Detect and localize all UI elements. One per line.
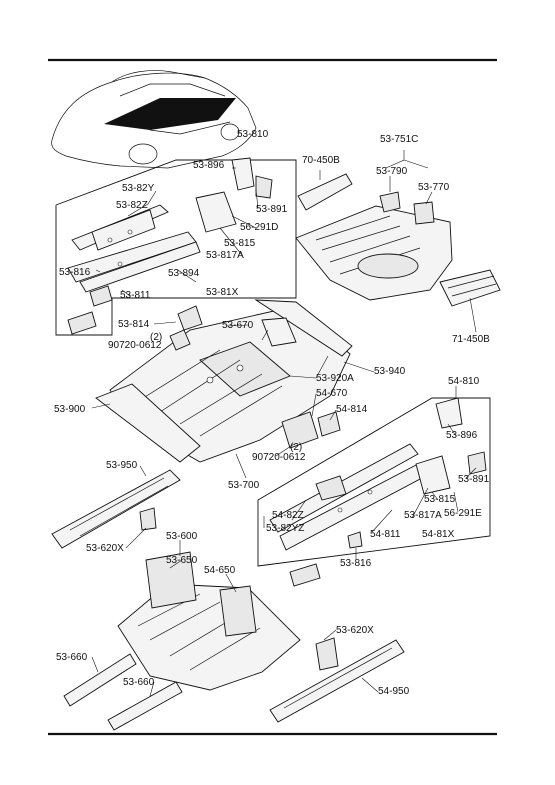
- callout-qty-2-b: (2): [290, 442, 302, 453]
- callout-53-620X: 53-620X: [86, 543, 124, 554]
- rear-floor-pan: [295, 173, 501, 307]
- callout-53-650: 53-650: [166, 555, 198, 566]
- callout-53-810: 53-810: [237, 129, 269, 140]
- front-floor-pan: [95, 299, 353, 463]
- leader-lines: [91, 150, 477, 697]
- callout-53-770: 53-770: [418, 182, 450, 193]
- group-frame-53-810: [55, 159, 297, 336]
- callout-53-891: 53-891: [256, 204, 288, 215]
- callout-53-817A: 53-817A: [206, 250, 244, 261]
- callout-labels: 53-810 53-896 53-82Y 53-82Z 53-891 56-29…: [54, 129, 490, 697]
- callout-53-816: 53-816: [59, 267, 91, 278]
- callout-53-790: 53-790: [376, 166, 408, 177]
- callout-53-620X-right: 53-620X: [336, 625, 374, 636]
- callout-56-291E: 56-291E: [444, 508, 482, 519]
- callout-90720-0612-a: 90720-0612: [108, 340, 162, 351]
- callout-53-940: 53-940: [374, 366, 406, 377]
- callout-53-815-right: 53-815: [424, 494, 456, 505]
- callout-53-82Y: 53-82Y: [122, 183, 155, 194]
- bracket-53-896: [195, 157, 273, 233]
- callout-53-600: 53-600: [166, 531, 198, 542]
- callout-53-891-right: 53-891: [458, 474, 490, 485]
- callout-71-450B: 71-450B: [452, 334, 490, 345]
- callout-53-670: 53-670: [222, 320, 254, 331]
- callout-53-896: 53-896: [193, 160, 225, 171]
- callout-53-896-right: 53-896: [446, 430, 478, 441]
- car-outline-illustration: [51, 70, 257, 169]
- callout-54-670: 54-670: [316, 388, 348, 399]
- callout-53-894: 53-894: [168, 268, 200, 279]
- callout-54-814: 54-814: [336, 404, 368, 415]
- callout-53-81X: 53-81X: [206, 287, 239, 298]
- callout-70-450B: 70-450B: [302, 155, 340, 166]
- callout-53-950: 53-950: [106, 460, 138, 471]
- floor-reinforcement-53-660: [63, 653, 183, 731]
- callout-53-814: 53-814: [118, 319, 150, 330]
- callout-53-82YZ: 53-82YZ: [266, 523, 304, 534]
- callout-54-82Z: 54-82Z: [272, 510, 304, 521]
- callout-54-650: 54-650: [204, 565, 236, 576]
- side-sill-left: [51, 469, 181, 549]
- callout-53-920A: 53-920A: [316, 373, 354, 384]
- callout-53-816-right: 53-816: [340, 558, 372, 569]
- callout-53-700: 53-700: [228, 480, 260, 491]
- callout-53-660-a: 53-660: [56, 652, 88, 663]
- callout-54-810: 54-810: [448, 376, 480, 387]
- callout-53-82Z: 53-82Z: [116, 200, 148, 211]
- side-sill-right: [269, 637, 405, 723]
- callout-54-811: 54-811: [370, 529, 401, 540]
- callout-54-950: 54-950: [378, 686, 410, 697]
- callout-56-291D: 56-291D: [240, 222, 278, 233]
- callout-53-817A-right: 53-817A: [404, 510, 442, 521]
- center-floor-pan: [117, 551, 301, 691]
- group-frame-54-810: [257, 397, 491, 567]
- front-frame-rail-left: [67, 204, 201, 335]
- callout-54-81X: 54-81X: [422, 529, 455, 540]
- callout-53-751C: 53-751C: [380, 134, 418, 145]
- floor-highlight: [104, 98, 236, 130]
- callout-53-660-b: 53-660: [123, 677, 155, 688]
- callout-53-900: 53-900: [54, 404, 86, 415]
- front-frame-rail-right: [269, 397, 487, 587]
- callout-53-815: 53-815: [224, 238, 256, 249]
- callout-qty-2-a: (2): [150, 332, 162, 343]
- callout-90720-0612-b: 90720-0612: [252, 452, 306, 463]
- callout-53-811: 53-811: [120, 290, 151, 301]
